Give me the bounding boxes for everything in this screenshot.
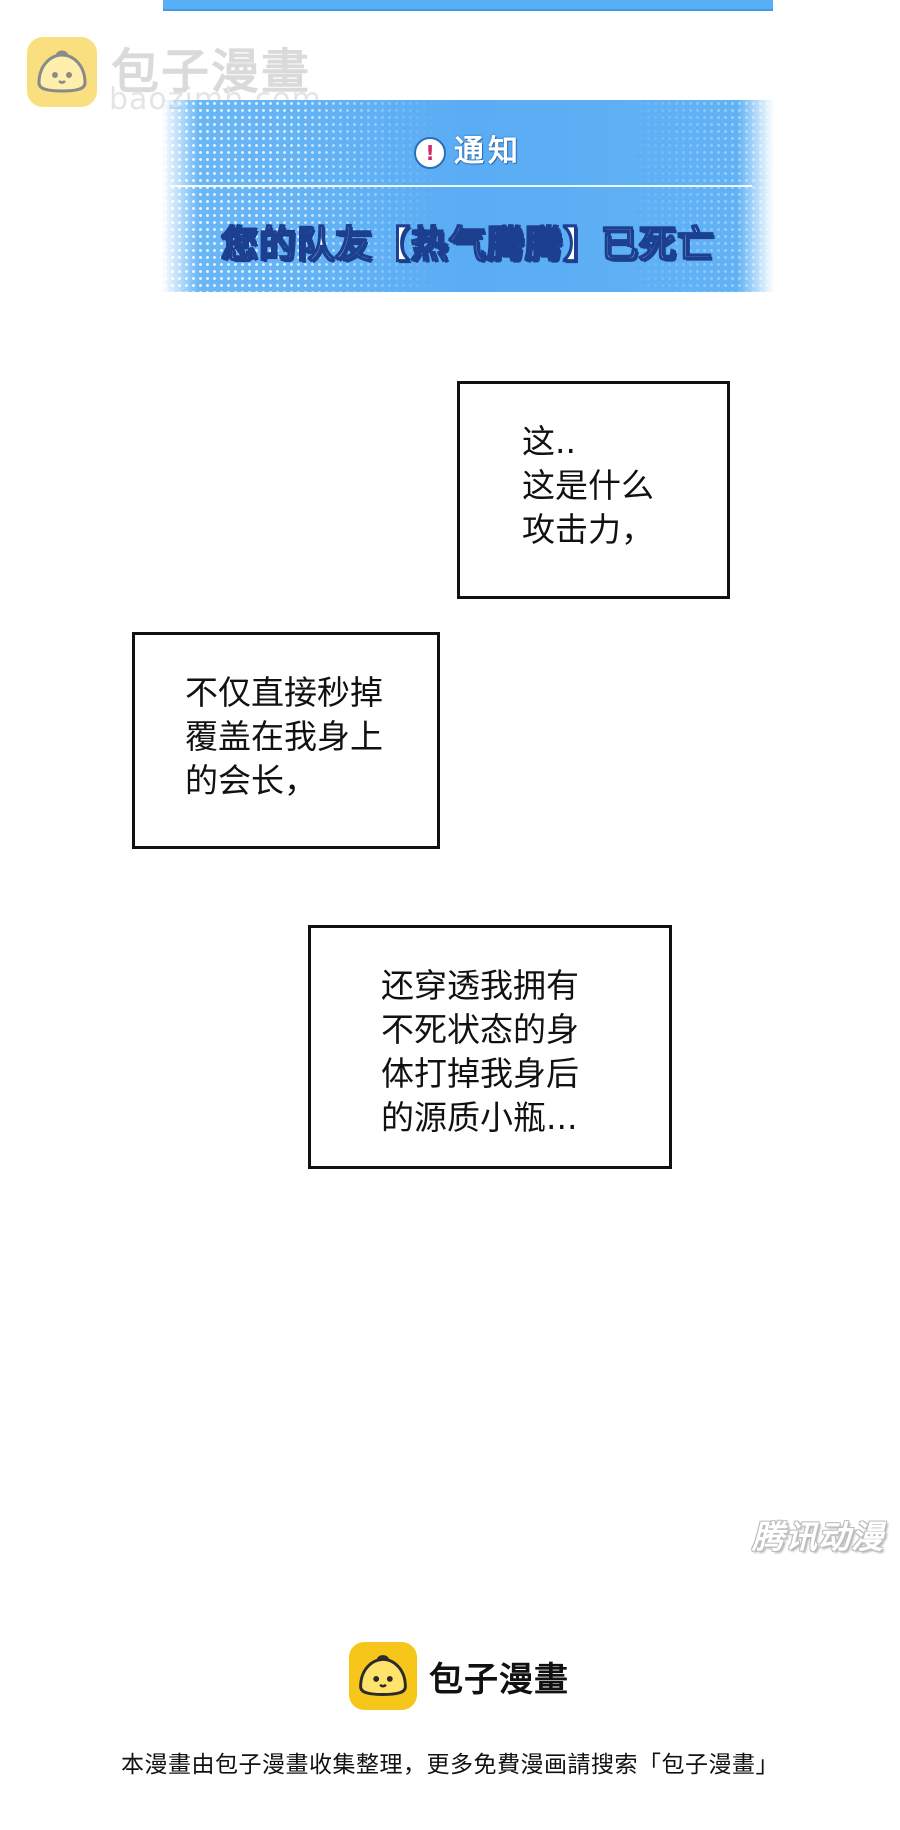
narration-box: 不仅直接秒掉 覆盖在我身上 的会长， bbox=[132, 632, 440, 849]
bun-logo-icon bbox=[348, 1641, 418, 1711]
narration-text: 这.. 这是什么 攻击力， bbox=[522, 422, 654, 549]
narration-box: 这.. 这是什么 攻击力， bbox=[457, 381, 730, 599]
notification-message: 您的队友【热气腾腾】已死亡 bbox=[220, 222, 715, 267]
footer-logo-title: 包子漫畫 bbox=[429, 1660, 569, 1700]
alert-icon: ! bbox=[414, 136, 446, 169]
notification-banner: !通知 您的队友【热气腾腾】已死亡 bbox=[162, 100, 774, 292]
watermark-title: 包子漫畫 bbox=[111, 44, 312, 100]
bun-logo-icon bbox=[27, 37, 97, 107]
notification-heading: !通知 bbox=[162, 126, 774, 170]
site-watermark: 包子漫畫 baozimh.com bbox=[25, 32, 345, 122]
notification-divider bbox=[170, 185, 752, 187]
notification-heading-text: 通知 bbox=[454, 134, 522, 169]
footer-logo[interactable]: 包子漫畫 bbox=[347, 1640, 587, 1711]
narration-box: 还穿透我拥有 不死状态的身 体打掉我身后 的源质小瓶... bbox=[308, 925, 672, 1169]
footer-note: 本漫畫由包子漫畫收集整理，更多免費漫画請搜索「包子漫畫」 bbox=[121, 1752, 779, 1778]
narration-text: 还穿透我拥有 不死状态的身 体打掉我身后 的源质小瓶... bbox=[381, 966, 579, 1137]
narration-text: 不仅直接秒掉 覆盖在我身上 的会长， bbox=[185, 673, 383, 800]
previous-panel-edge bbox=[163, 0, 773, 11]
publisher-watermark: 腾讯动漫 bbox=[752, 1518, 885, 1556]
